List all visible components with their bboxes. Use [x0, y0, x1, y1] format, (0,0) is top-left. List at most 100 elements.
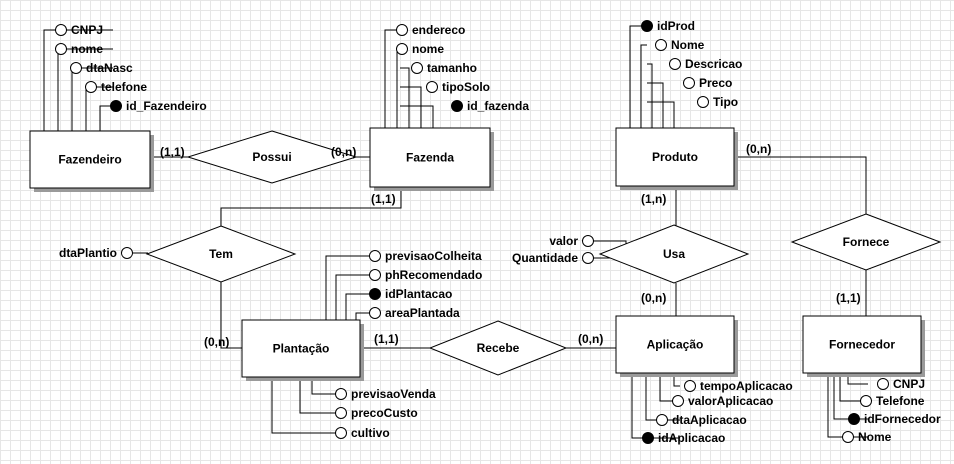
cardinality-label: (0,n)	[331, 145, 356, 159]
connector-line	[220, 187, 402, 226]
attribute[interactable]: cultivo	[335, 426, 390, 440]
connector-line	[839, 373, 868, 402]
attribute[interactable]: endereco	[396, 23, 466, 37]
relationship-tem[interactable]: Tem	[145, 225, 297, 283]
relationship-fornece[interactable]: Fornece	[790, 213, 942, 271]
attribute-icon	[656, 414, 668, 426]
connector-line	[355, 312, 374, 320]
connector-line	[99, 105, 108, 131]
attribute[interactable]: nome	[396, 42, 445, 56]
relationship-label: Possui	[252, 150, 291, 164]
relationship-label: Usa	[663, 247, 685, 261]
attribute-label: idFornecedor	[864, 412, 941, 426]
entity-fornecedor[interactable]: Fornecedor	[802, 315, 925, 377]
attribute[interactable]: CNPJ	[877, 377, 926, 391]
attribute[interactable]: tamanho	[411, 61, 478, 75]
attribute[interactable]: telefone	[85, 80, 148, 94]
attribute-label: nome	[412, 42, 444, 56]
attribute[interactable]: tempoAplicacao	[684, 379, 793, 393]
attribute[interactable]: dtaPlantio	[59, 246, 133, 260]
entity-box	[615, 127, 735, 187]
attribute[interactable]: Nome	[842, 430, 892, 444]
connector-line	[647, 101, 675, 128]
attribute[interactable]: dtaNasc	[70, 61, 134, 75]
attribute[interactable]: phRecomendado	[369, 268, 483, 282]
relationship-possui[interactable]: Possui	[186, 130, 358, 184]
attribute-label: tipoSolo	[442, 80, 490, 94]
connector-line	[71, 67, 108, 131]
attribute-icon	[426, 81, 438, 93]
connector-line	[311, 377, 340, 395]
attribute[interactable]: Tipo	[697, 95, 739, 109]
key-attribute[interactable]: idPlantacao	[369, 287, 453, 301]
attribute-icon	[669, 58, 681, 70]
entity-plantacao[interactable]: Plantação	[241, 319, 364, 381]
attribute[interactable]: Preco	[683, 76, 733, 90]
attribute-icon	[684, 380, 696, 392]
entity-aplicacao[interactable]: Aplicação	[615, 315, 738, 377]
attribute[interactable]: Telefone	[860, 394, 925, 408]
relationship-usa[interactable]: Usa	[598, 224, 750, 284]
attribute-label: tamanho	[427, 61, 477, 75]
entity-fazenda[interactable]: Fazenda	[369, 127, 494, 191]
attribute[interactable]: tipoSolo	[426, 80, 491, 94]
attribute-icon	[582, 252, 594, 264]
entity-produto[interactable]: Produto	[615, 127, 738, 190]
relationship-diamond	[790, 213, 942, 271]
attribute-label: previsaoVenda	[351, 387, 436, 401]
key-attribute-icon	[848, 413, 860, 425]
connector-line	[384, 29, 400, 128]
attribute[interactable]: valorAplicacao	[672, 394, 774, 408]
attribute-label: precoCusto	[351, 406, 418, 420]
attribute[interactable]: Nome	[655, 38, 705, 52]
connector-line	[629, 25, 647, 128]
attribute-icon	[335, 427, 347, 439]
attribute[interactable]: nome	[55, 42, 104, 56]
key-attribute[interactable]: idFornecedor	[848, 412, 942, 426]
attribute-label: telefone	[101, 80, 147, 94]
attribute-icon	[842, 431, 854, 443]
key-attribute[interactable]: idAplicacao	[642, 431, 726, 445]
key-attribute[interactable]: id_fazenda	[451, 99, 530, 113]
key-attribute-icon	[641, 20, 653, 32]
key-attribute[interactable]: id_Fazendeiro	[110, 99, 207, 113]
attribute-icon	[655, 39, 667, 51]
attribute-label: endereco	[412, 23, 465, 37]
attribute-icon	[369, 307, 381, 319]
key-attribute[interactable]: idProd	[641, 19, 696, 33]
cardinality-label: (1,n)	[641, 192, 666, 206]
entity-box	[241, 319, 361, 378]
attribute-label: id_Fazendeiro	[126, 99, 207, 113]
cardinality-label: (1,1)	[836, 291, 861, 305]
entity-fazendeiro[interactable]: Fazendeiro	[29, 130, 154, 192]
entity-box	[615, 315, 735, 374]
attribute-label: dtaPlantio	[59, 246, 117, 260]
attribute-label: Quantidade	[512, 251, 578, 265]
connector-line	[299, 377, 340, 414]
connector-line	[592, 240, 627, 246]
relationship-label: Tem	[209, 247, 233, 261]
attribute-icon	[369, 269, 381, 281]
attribute-icon	[672, 395, 684, 407]
relationship-recebe[interactable]: Recebe	[428, 320, 568, 376]
entity-label: Fazendeiro	[58, 153, 121, 167]
connector-line	[631, 373, 680, 439]
attribute[interactable]: valor	[549, 234, 594, 248]
entity-box	[802, 315, 922, 374]
attribute[interactable]: Descricao	[669, 57, 743, 71]
connector-line	[640, 44, 647, 128]
cardinality-label: (1,1)	[371, 192, 396, 206]
attribute[interactable]: Quantidade	[512, 251, 594, 265]
attribute[interactable]: dtaAplicacao	[656, 413, 747, 427]
cardinality-label: (0,n)	[578, 332, 603, 346]
attribute[interactable]: precoCusto	[335, 406, 418, 420]
attribute[interactable]: previsaoVenda	[335, 387, 437, 401]
attribute-icon	[860, 395, 872, 407]
connector-line	[647, 63, 653, 128]
attribute-label: idProd	[657, 19, 695, 33]
attribute[interactable]: CNPJ	[55, 23, 104, 37]
attribute-label: Descricao	[685, 57, 742, 71]
attribute[interactable]: areaPlantada	[369, 306, 461, 320]
attribute[interactable]: previsaoColheita	[369, 249, 483, 263]
